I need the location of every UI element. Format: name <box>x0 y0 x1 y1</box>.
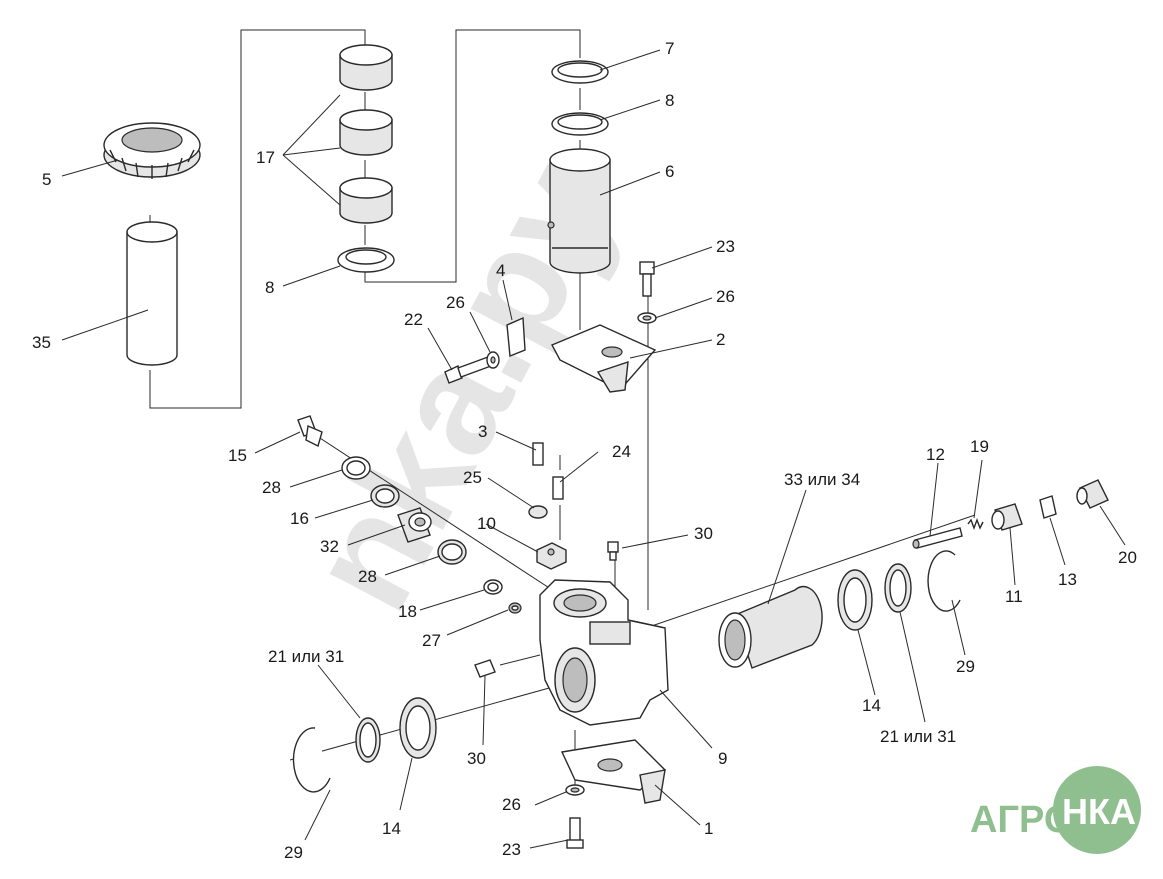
callout-18: 18 <box>398 602 417 621</box>
callout-27: 27 <box>422 631 441 650</box>
callout-10: 10 <box>477 514 496 533</box>
cap-part-20 <box>1076 479 1109 509</box>
callout-28-top: 28 <box>262 478 281 497</box>
lock-plate-part-4 <box>506 316 526 357</box>
callout-12: 12 <box>926 445 945 464</box>
washer-part-26-right <box>637 312 657 324</box>
callout-30-top: 30 <box>694 524 713 543</box>
ring-part-8-left <box>337 247 395 273</box>
callout-25: 25 <box>463 468 482 487</box>
grease-fitting-part-30-top <box>607 541 619 561</box>
ring-part-28-bottom <box>437 539 467 565</box>
callout-labels: 5 35 17 8 7 8 6 23 26 2 4 22 26 3 24 25 … <box>32 39 1137 862</box>
callout-35: 35 <box>32 333 51 352</box>
callout-20: 20 <box>1118 548 1137 567</box>
callout-26-right: 26 <box>716 287 735 306</box>
callout-14-right: 14 <box>862 696 881 715</box>
snap-ring-part-29-right <box>927 550 961 612</box>
callout-8-right: 8 <box>665 91 674 110</box>
fitting-part-32 <box>397 507 432 543</box>
callout-14-left: 14 <box>382 819 401 838</box>
shaft-part-12 <box>912 527 963 549</box>
seal-part-14-right <box>837 569 873 631</box>
housing-part-9 <box>539 579 669 726</box>
ring-part-21-right <box>884 563 912 613</box>
clip-part-13 <box>1039 495 1057 519</box>
nut-part-25 <box>528 505 548 519</box>
spring-part-19 <box>967 518 984 530</box>
callout-13: 13 <box>1058 570 1077 589</box>
seal-part-14-left <box>399 697 437 759</box>
bracket-part-2 <box>551 324 657 393</box>
bolt-part-23-top <box>639 261 655 297</box>
bracket-part-1 <box>560 739 667 804</box>
ring-part-18 <box>483 579 503 595</box>
callout-16: 16 <box>290 509 309 528</box>
ring-part-28-top <box>341 456 371 480</box>
callout-26-bottom: 26 <box>502 795 521 814</box>
callout-5: 5 <box>42 170 51 189</box>
callout-21-or-31-left: 21 или 31 <box>268 647 344 666</box>
callout-22: 22 <box>404 310 423 329</box>
callout-15: 15 <box>228 446 247 465</box>
bolt-part-23-bottom <box>566 817 584 849</box>
callout-1: 1 <box>704 819 713 838</box>
callout-24: 24 <box>612 442 631 461</box>
callout-29-left: 29 <box>284 843 303 862</box>
bolt-part-15 <box>297 415 323 448</box>
ring-part-7 <box>551 60 609 84</box>
callout-26-left: 26 <box>446 293 465 312</box>
cylinder-part-11 <box>991 503 1023 531</box>
callout-4: 4 <box>496 261 505 280</box>
callout-17: 17 <box>256 148 275 167</box>
ring-part-27 <box>508 602 522 614</box>
callout-28-bottom: 28 <box>358 567 377 586</box>
leader-lines <box>61 49 1126 849</box>
pin-part-35 <box>126 221 178 366</box>
callout-3: 3 <box>478 422 487 441</box>
callout-23-top: 23 <box>716 237 735 256</box>
gear-ring-part-5 <box>103 122 201 179</box>
snap-ring-part-29-left <box>292 727 331 793</box>
callout-21-or-31-right: 21 или 31 <box>880 727 956 746</box>
logo-circle <box>1053 766 1141 854</box>
callout-6: 6 <box>665 162 674 181</box>
washer-part-26-bottom <box>565 784 585 796</box>
callout-32: 32 <box>320 537 339 556</box>
callout-8-left: 8 <box>265 278 274 297</box>
pin-part-24 <box>552 476 564 500</box>
callout-2: 2 <box>716 330 725 349</box>
bushings-part-17 <box>339 44 393 224</box>
sleeve-part-6 <box>547 148 611 274</box>
ring-part-21-left <box>355 717 381 763</box>
pin-part-3 <box>532 442 544 466</box>
logo-text-right: НКА <box>1062 791 1136 832</box>
callout-23-bottom: 23 <box>502 840 521 859</box>
callout-19: 19 <box>970 437 989 456</box>
ring-part-16 <box>370 484 400 508</box>
block-part-10 <box>536 542 567 570</box>
callout-11: 11 <box>1005 587 1023 606</box>
ring-part-8-right <box>551 112 609 136</box>
callout-33-or-34: 33 или 34 <box>784 470 860 489</box>
callout-30-bottom: 30 <box>467 749 486 768</box>
washer-part-26-left <box>486 351 500 369</box>
sleeve-part-33-or-34 <box>718 585 823 669</box>
callout-9: 9 <box>718 749 727 768</box>
callout-7: 7 <box>665 39 674 58</box>
callout-29-right: 29 <box>956 657 975 676</box>
agronka-logo: АГРО НКА <box>970 766 1141 854</box>
grease-fitting-part-30-bottom <box>474 659 496 678</box>
